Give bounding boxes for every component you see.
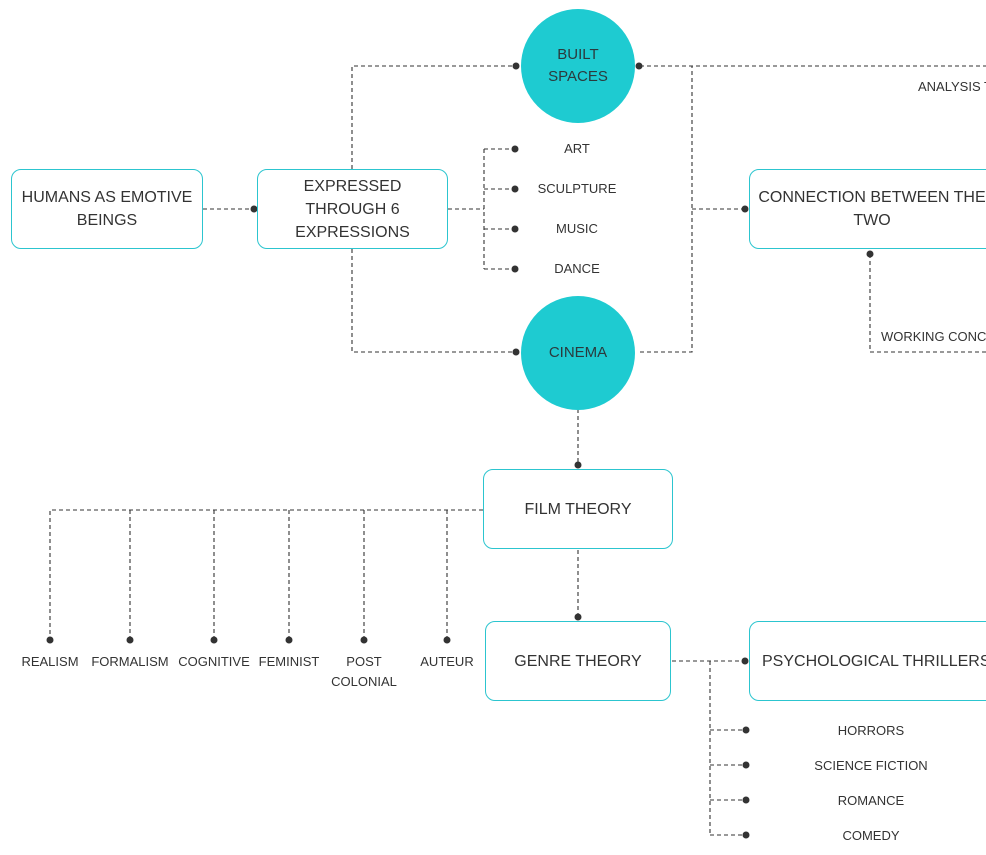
node-built-spaces-label: BUILT SPACES [548, 46, 608, 85]
connector-dot [742, 726, 750, 734]
node-connection-label: CONNECTION BETWEEN THE TWO [758, 189, 986, 229]
connector-dot [512, 62, 520, 70]
connector-dot [250, 205, 258, 213]
expression-item: DANCE [554, 261, 600, 276]
film-theory-item: FORMALISM [91, 654, 169, 669]
connector-dot [126, 636, 134, 644]
connector-dot [635, 62, 643, 70]
node-expressed-through: EXPRESSED THROUGH 6 EXPRESSIONS [257, 169, 448, 249]
analysis-label: ANALYSIS T [918, 79, 986, 94]
expression-item: ART [564, 141, 590, 156]
node-humans-emotive-beings: HUMANS AS EMOTIVE BEINGS [11, 169, 203, 249]
connector-cinema-right [640, 66, 693, 353]
connector-dot [512, 348, 520, 356]
connector-dot [742, 761, 750, 769]
node-psychological-thrillers: PSYCHOLOGICAL THRILLERS [749, 621, 986, 701]
connector-dot [511, 225, 519, 233]
genre-item: SCIENCE FICTION [814, 758, 928, 773]
connector-expressed-built [351, 65, 516, 169]
connector-dot [742, 831, 750, 839]
connector-dot [574, 613, 582, 621]
connector-dot [511, 185, 519, 193]
connector-dot [285, 636, 293, 644]
film-theory-item: COGNITIVE [178, 654, 250, 669]
connector-dot [443, 636, 451, 644]
node-cinema-label: CINEMA [548, 344, 608, 361]
connector-film-theories [49, 509, 483, 640]
expression-item: SCULPTURE [537, 181, 617, 196]
connector-dot [742, 796, 750, 804]
connector-dot [741, 657, 749, 665]
genre-item: COMEDY [842, 828, 900, 843]
connector-connection-working [869, 254, 986, 353]
working-concept-label: WORKING CONC [881, 329, 986, 344]
connector-dot [741, 205, 749, 213]
connector-dot [360, 636, 368, 644]
connector-expressed-cinema [351, 249, 516, 353]
node-cinema: CINEMA [521, 296, 635, 410]
connector-dot [574, 461, 582, 469]
node-connection: CONNECTION BETWEEN THE TWO [749, 169, 986, 249]
node-expressed-label: EXPRESSED THROUGH 6 EXPRESSIONS [295, 177, 410, 241]
node-genre-theory: GENRE THEORY [485, 621, 671, 701]
node-psych-thrillers-label: PSYCHOLOGICAL THRILLERS [762, 652, 986, 670]
node-built-spaces: BUILT SPACES [521, 9, 635, 123]
node-genre-theory-label: GENRE THEORY [514, 652, 642, 670]
genre-item: HORRORS [837, 723, 905, 738]
node-humans-label: HUMANS AS EMOTIVE BEINGS [21, 189, 193, 229]
connector-dot [511, 265, 519, 273]
expression-item: MUSIC [556, 221, 598, 236]
connector-dot [511, 145, 519, 153]
film-theory-item: POST COLONIAL [331, 654, 397, 689]
connector-dot [46, 636, 54, 644]
film-theory-item: AUTEUR [420, 654, 474, 669]
genre-item: ROMANCE [837, 793, 905, 808]
connector-dot [866, 250, 874, 258]
node-film-theory-label: FILM THEORY [524, 500, 632, 518]
film-theory-item: REALISM [21, 654, 79, 669]
film-theory-item: FEMINIST [258, 654, 320, 669]
connector-dot [210, 636, 218, 644]
node-film-theory: FILM THEORY [483, 469, 673, 549]
